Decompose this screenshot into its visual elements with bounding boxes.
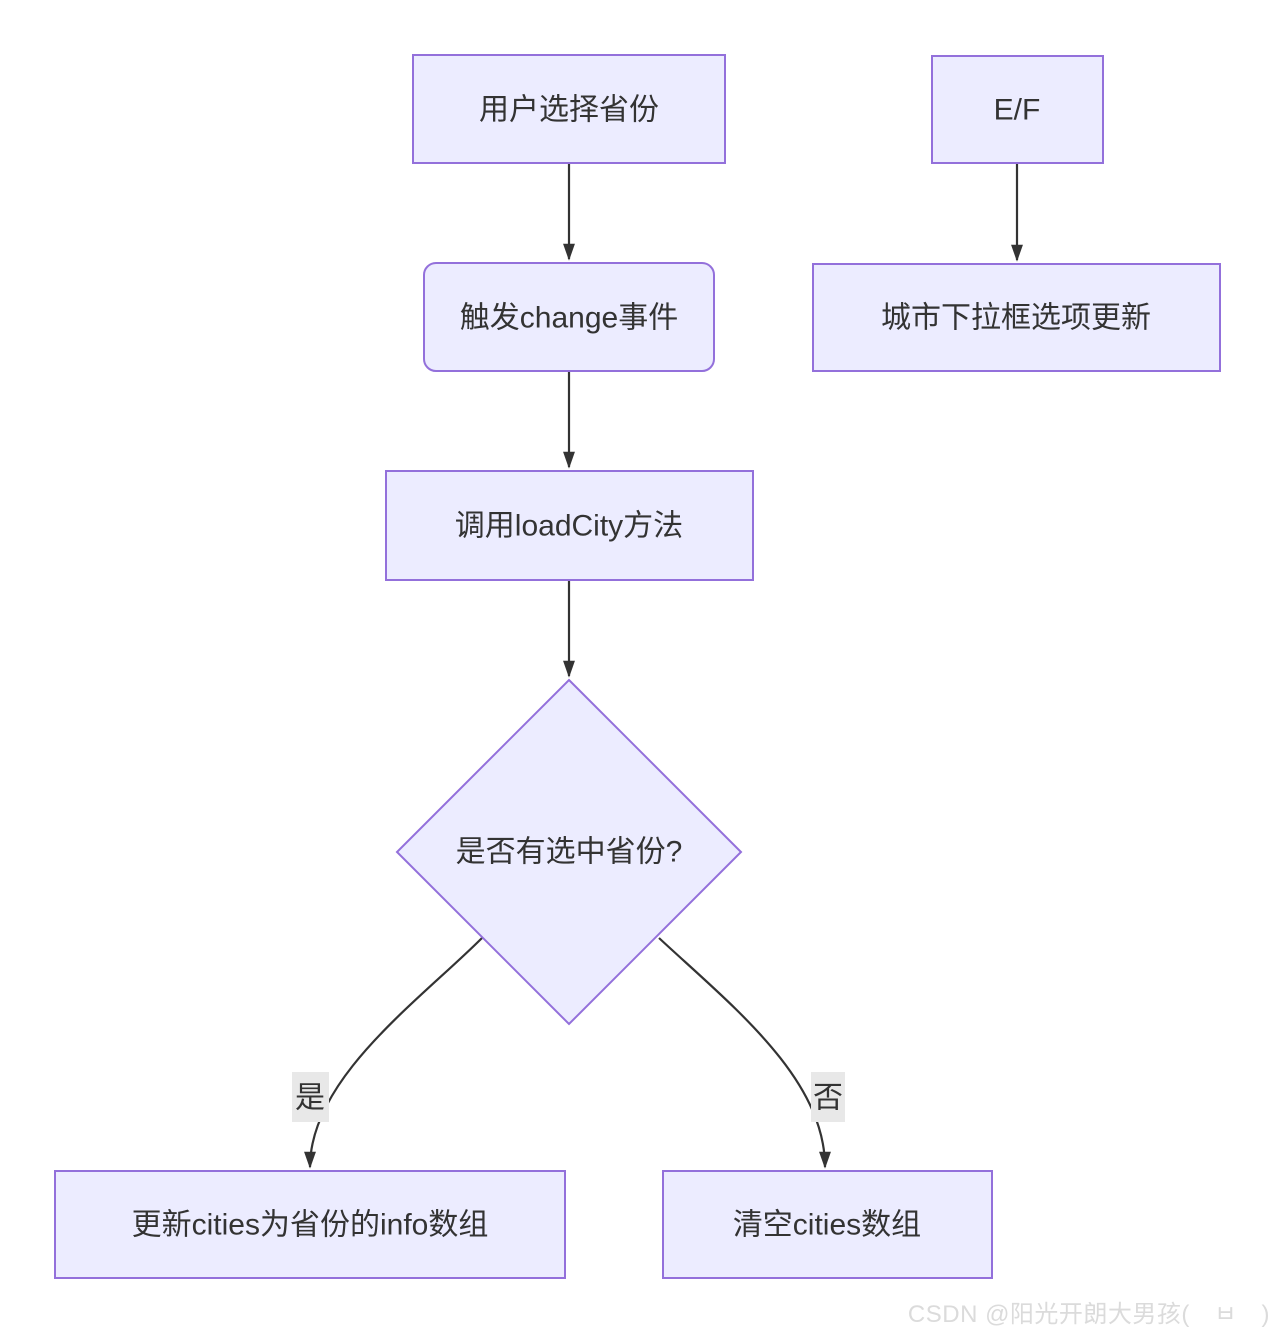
node-update-cities: 更新cities为省份的info数组 <box>54 1170 566 1279</box>
node-ef: E/F <box>931 55 1104 164</box>
edge-label-yes: 是 <box>292 1072 329 1122</box>
node-city-dropdown: 城市下拉框选项更新 <box>812 263 1221 372</box>
node-ef-label: E/F <box>994 94 1041 127</box>
edge-label-no-text: 否 <box>813 1082 843 1115</box>
node-load-city-label: 调用loadCity方法 <box>455 510 683 543</box>
node-clear-cities-label: 清空cities数组 <box>733 1209 921 1242</box>
node-clear-cities-shape <box>662 1170 993 1279</box>
edge-province-check-no <box>658 937 831 1169</box>
node-load-city-shape <box>385 470 754 581</box>
node-select-province: 用户选择省份 <box>412 54 726 164</box>
nodes: 用户选择省份 E/F 触发change事件 城市下拉框选项更新 调用loadCi… <box>54 54 1221 1279</box>
node-province-check-shape <box>395 678 743 1026</box>
node-clear-cities: 清空cities数组 <box>662 1170 993 1279</box>
csdn-watermark: CSDN @阳光开朗大男孩( ㅂ ) <box>907 1301 1270 1328</box>
node-select-province-label: 用户选择省份 <box>479 94 659 127</box>
node-change-event-shape <box>423 262 715 372</box>
edge-label-yes-text: 是 <box>295 1082 325 1115</box>
node-update-cities-shape <box>54 1170 566 1279</box>
edge-labels: 是 否 <box>292 1072 845 1122</box>
edge-label-no-bg <box>811 1072 845 1122</box>
edge-label-no: 否 <box>811 1072 845 1122</box>
node-province-check: 是否有选中省份? <box>395 678 743 1026</box>
edges <box>304 164 1023 1169</box>
node-select-province-shape <box>412 54 726 164</box>
node-update-cities-label: 更新cities为省份的info数组 <box>132 1209 489 1242</box>
node-city-dropdown-label: 城市下拉框选项更新 <box>881 302 1151 335</box>
node-province-check-label: 是否有选中省份? <box>456 836 683 869</box>
edge-label-yes-bg <box>292 1072 329 1122</box>
node-ef-shape <box>931 55 1104 164</box>
edge-province-check-yes <box>304 937 483 1169</box>
node-city-dropdown-shape <box>812 263 1221 372</box>
node-change-event-label: 触发change事件 <box>460 302 678 335</box>
node-change-event: 触发change事件 <box>423 262 715 372</box>
node-load-city: 调用loadCity方法 <box>385 470 754 581</box>
